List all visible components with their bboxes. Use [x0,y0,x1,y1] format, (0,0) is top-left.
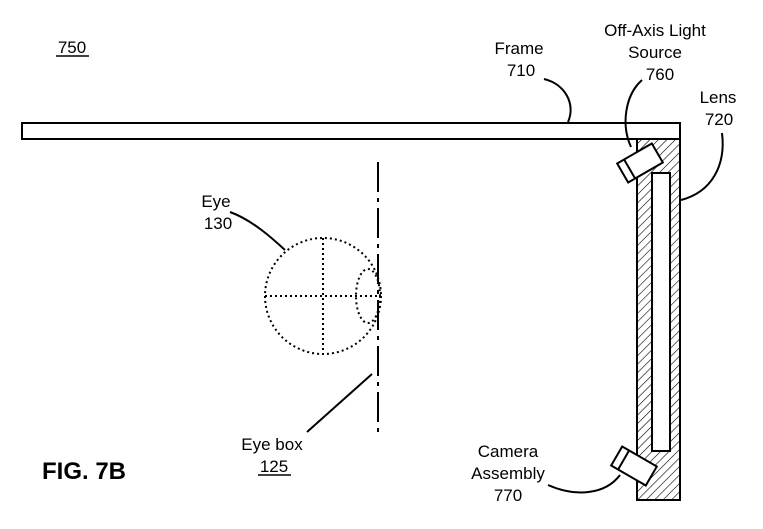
lens-inner-window [651,172,671,452]
frame-leader [543,78,572,123]
light-source-label-line1: Off-Axis Light [604,21,706,40]
frame-bar [21,122,681,140]
lens-ref: 720 [705,110,733,129]
frame-ref: 710 [507,61,535,80]
camera-ref: 770 [494,486,522,505]
camera-label-line1: Camera [478,442,539,461]
eye-leader [229,211,286,251]
eyebox-leader [306,373,373,433]
figure-caption: FIG. 7B [42,458,126,485]
lens-leader [680,132,724,201]
light-source-leader [624,79,643,148]
frame-label: Frame [494,39,543,58]
figure-number: 750 [58,38,86,57]
light-source-ref: 760 [646,65,674,84]
camera-label-line2: Assembly [471,464,545,483]
light-source-label-line2: Source [628,43,682,62]
camera-leader [547,474,621,494]
eyebox-ref: 125 [260,457,288,476]
camera-assembly-icon [609,445,659,487]
lens-label: Lens [700,88,737,107]
light-source-icon [615,142,665,184]
eye-label: Eye [201,192,230,211]
eye-diagram [264,237,382,355]
eye-ref: 130 [204,214,232,233]
eyebox-label: Eye box [241,435,303,454]
